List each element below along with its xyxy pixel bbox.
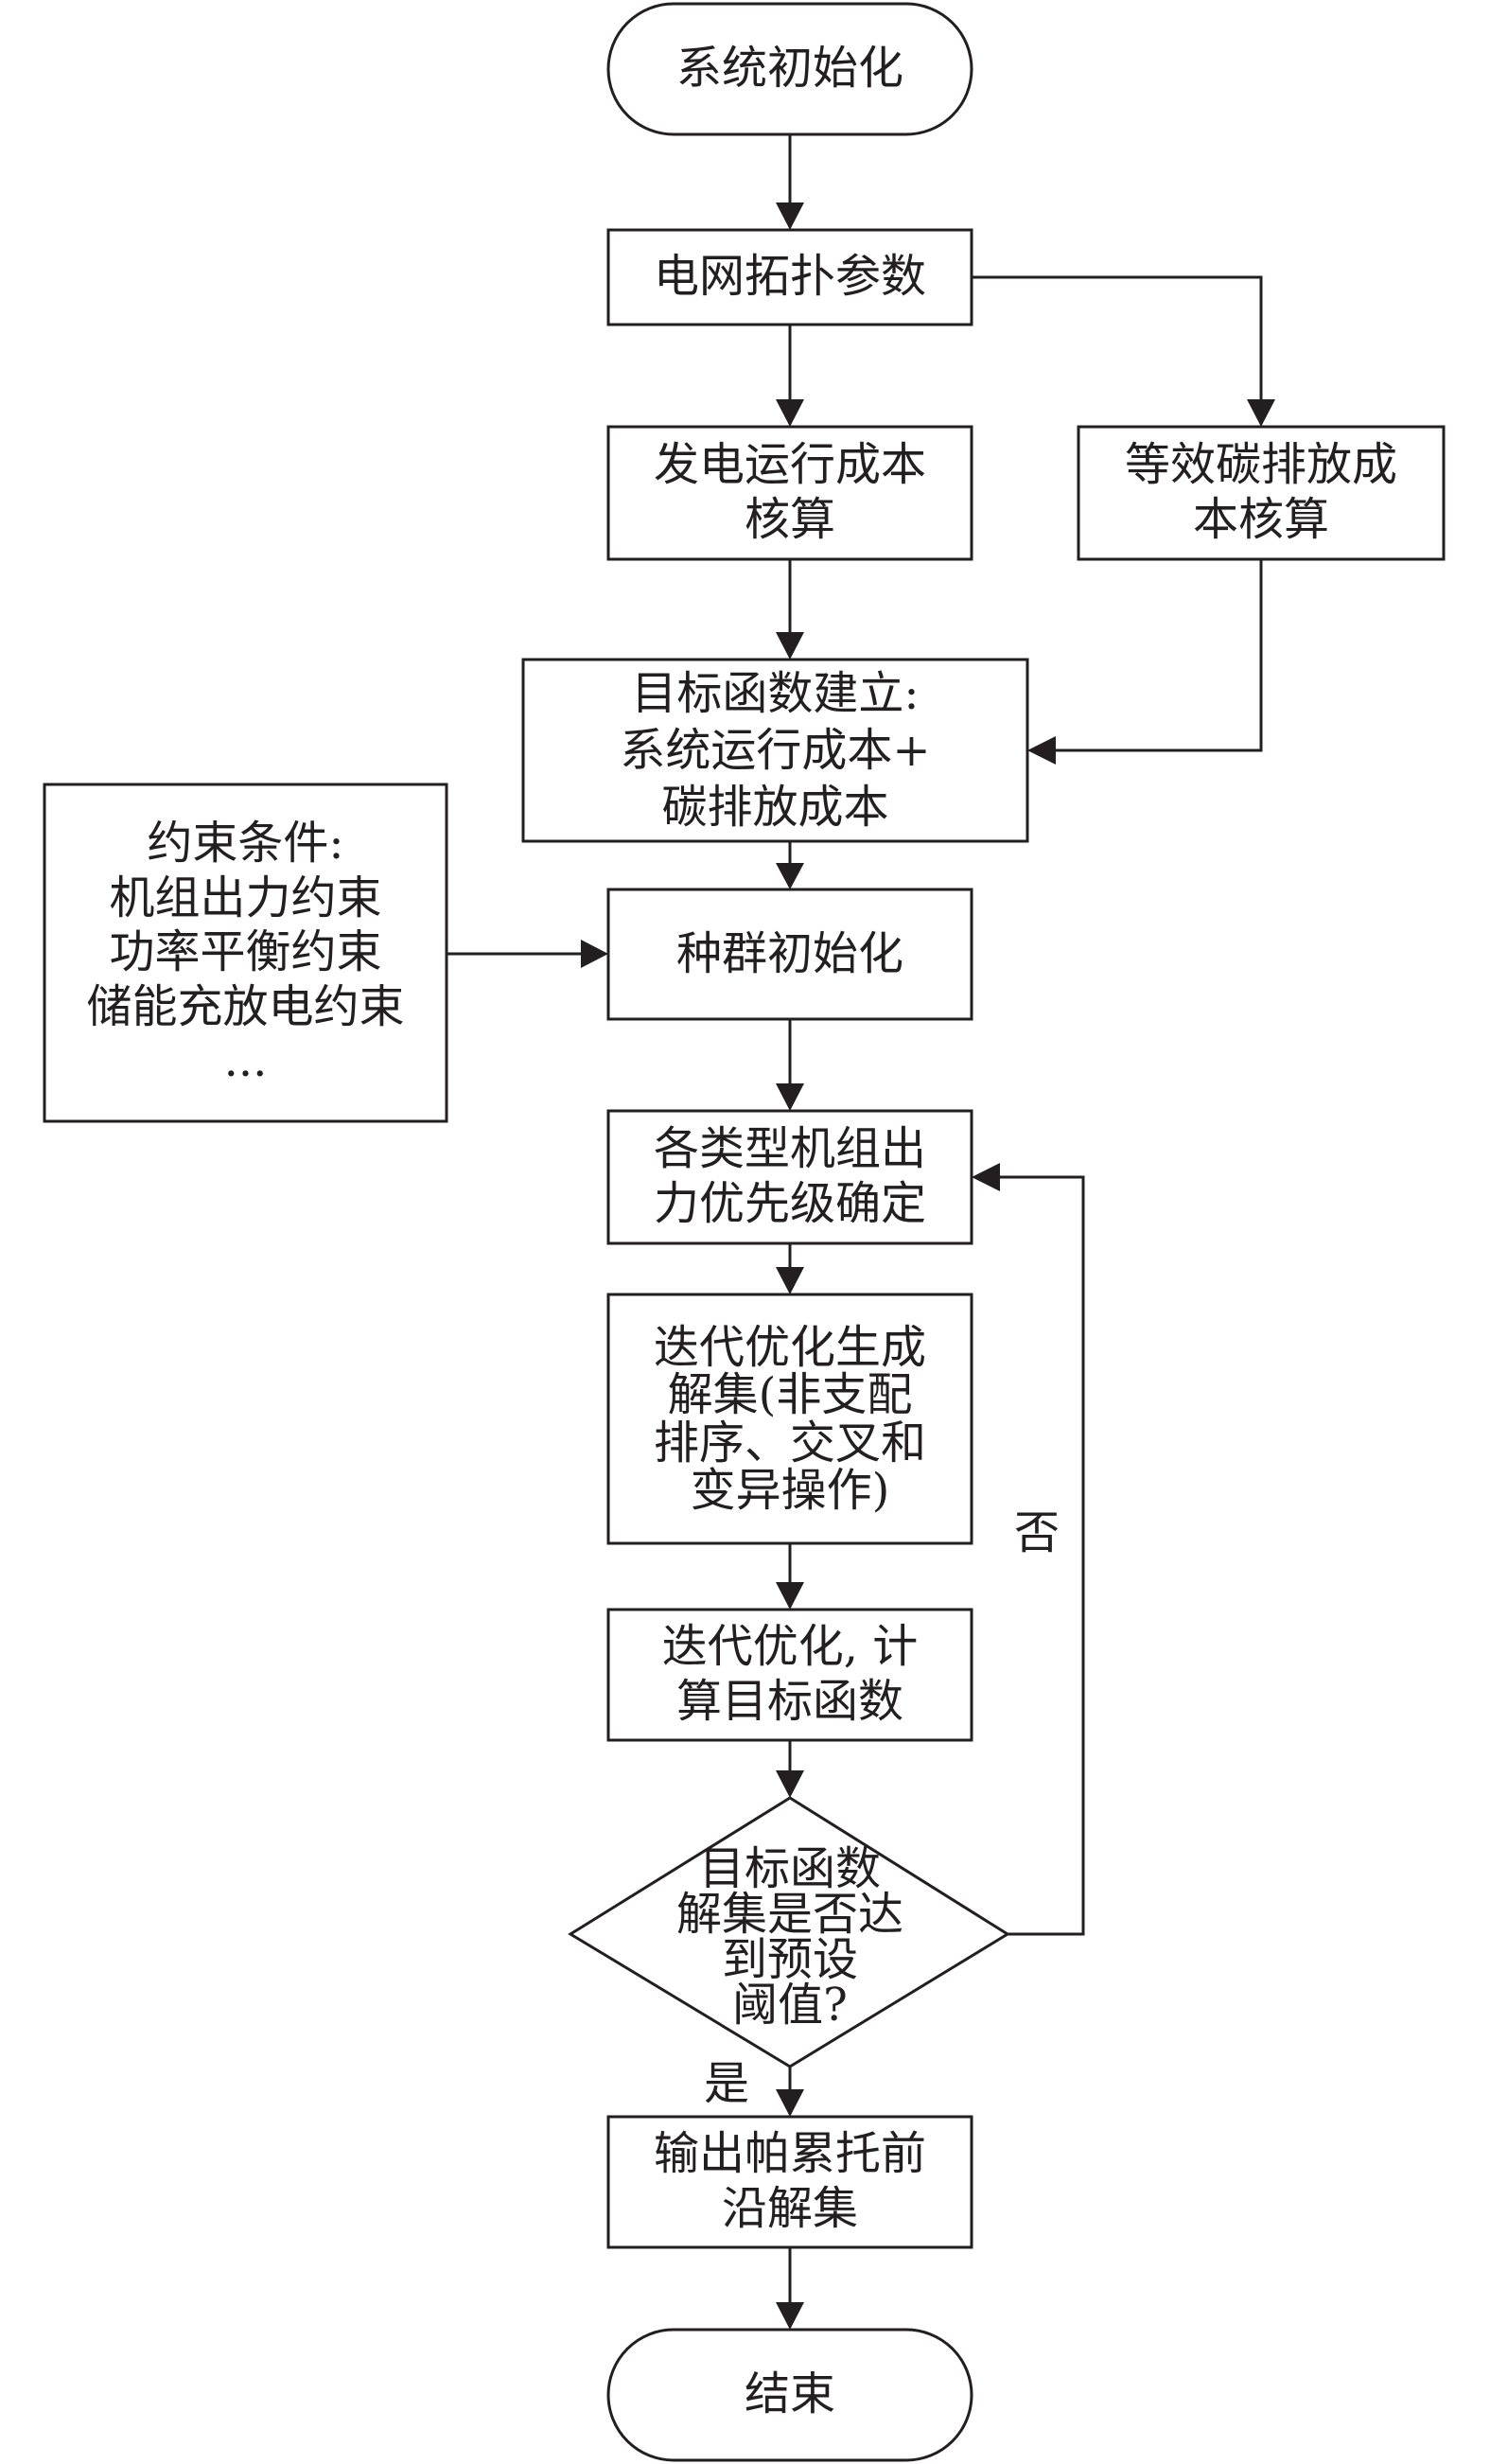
yes-branch-label: 是 bbox=[704, 2057, 750, 2110]
constraints-line-2: 机组出力约束 bbox=[109, 871, 382, 924]
iterate-generate-line-1: 迭代优化生成 bbox=[653, 1320, 926, 1374]
carbon-cost-line-1: 等效碳排放成 bbox=[1124, 438, 1397, 492]
decision-label: 目标函数 解集是否达 到预设 阈值? bbox=[637, 1826, 943, 2048]
iterate-generate-label: 迭代优化生成 解集(非支配 排序、交叉和 变异操作) bbox=[608, 1294, 972, 1543]
start-label: 系统初始化 bbox=[608, 4, 972, 134]
gen-cost-box bbox=[606, 425, 973, 561]
carbon-cost-line-2: 本核算 bbox=[1192, 493, 1329, 546]
arrowhead-output bbox=[776, 2089, 804, 2117]
priority-box bbox=[606, 1109, 973, 1245]
grid-params-text: 电网拓扑参数 bbox=[653, 250, 926, 304]
constraints-line-1: 约束条件: bbox=[147, 817, 344, 871]
constraints-box bbox=[43, 783, 448, 1123]
grid-params-label: 电网拓扑参数 bbox=[608, 230, 972, 325]
edge-decision-no-loop bbox=[996, 1175, 1085, 1936]
objective-line-2: 系统运行成本+ bbox=[620, 724, 931, 777]
decision-line-2: 解集是否达 bbox=[675, 1888, 903, 1941]
carbon-cost-box bbox=[1077, 425, 1446, 561]
arrowhead-objective bbox=[776, 632, 804, 660]
output-line-2: 沿解集 bbox=[721, 2182, 858, 2235]
arrowhead-priority-loop bbox=[972, 1163, 1000, 1191]
iterate-compute-line-2: 算目标函数 bbox=[675, 1675, 903, 1728]
iterate-generate-line-4: 变异操作) bbox=[690, 1463, 890, 1517]
iterate-compute-label: 迭代优化, 计 算目标函数 bbox=[608, 1610, 972, 1740]
constraints-line-3: 功率平衡约束 bbox=[109, 925, 382, 979]
objective-line-1: 目标函数建立: bbox=[631, 667, 920, 720]
arrowhead-compute bbox=[776, 1582, 804, 1610]
arrowhead-grid bbox=[776, 202, 804, 230]
objective-label: 目标函数建立: 系统运行成本+ 碳排放成本 bbox=[523, 660, 1027, 841]
population-init-label: 种群初始化 bbox=[608, 889, 972, 1019]
objective-line-3: 碳排放成本 bbox=[661, 781, 889, 834]
carbon-cost-label: 等效碳排放成 本核算 bbox=[1078, 427, 1444, 559]
decision-line-3: 到预设 bbox=[721, 1933, 858, 1986]
arrowhead-population bbox=[776, 863, 804, 889]
iterate-generate-line-2: 解集(非支配 bbox=[667, 1368, 913, 1422]
arrowhead-carbon bbox=[1247, 399, 1275, 427]
iterate-compute-line-1: 迭代优化, 计 bbox=[661, 1620, 919, 1674]
edge-carbon-to-objective bbox=[1052, 559, 1263, 752]
output-label: 输出帕累托前 沿解集 bbox=[608, 2117, 972, 2247]
decision-line-4: 阈值? bbox=[732, 1979, 848, 2032]
arrowhead-population-left bbox=[581, 940, 608, 968]
arrowhead-generate bbox=[776, 1267, 804, 1294]
no-branch-label: 否 bbox=[1014, 1506, 1061, 1559]
output-box bbox=[606, 2115, 973, 2249]
priority-line-1: 各类型机组出 bbox=[653, 1122, 926, 1176]
constraints-line-4: 储能充放电约束 bbox=[86, 979, 405, 1033]
decision-line-1: 目标函数 bbox=[698, 1842, 881, 1895]
priority-line-2: 力优先级确定 bbox=[653, 1177, 926, 1230]
gen-cost-label: 发电运行成本 核算 bbox=[608, 427, 972, 559]
objective-box bbox=[521, 658, 1029, 843]
arrowhead-decision bbox=[776, 1770, 804, 1798]
gen-cost-line-2: 核算 bbox=[744, 493, 835, 546]
constraints-line-5: ... bbox=[223, 1034, 268, 1088]
population-init-box bbox=[606, 888, 973, 1021]
arrowhead-gencost bbox=[776, 399, 804, 427]
arrowhead-objective-right bbox=[1027, 736, 1056, 765]
population-init-text: 种群初始化 bbox=[675, 926, 903, 980]
end-text: 结束 bbox=[744, 2367, 835, 2421]
gen-cost-line-1: 发电运行成本 bbox=[653, 438, 926, 492]
start-text: 系统初始化 bbox=[675, 42, 903, 96]
arrowhead-priority bbox=[776, 1083, 804, 1111]
priority-label: 各类型机组出 力优先级确定 bbox=[608, 1111, 972, 1243]
output-line-1: 输出帕累托前 bbox=[653, 2127, 926, 2181]
end-label: 结束 bbox=[608, 2330, 972, 2460]
arrowhead-end bbox=[776, 2302, 804, 2330]
iterate-generate-line-3: 排序、交叉和 bbox=[653, 1416, 926, 1470]
constraints-label: 约束条件: 机组出力约束 功率平衡约束 储能充放电约束 ... bbox=[44, 784, 447, 1121]
iterate-generate-box bbox=[606, 1293, 973, 1545]
edge-grid-to-carbon bbox=[972, 275, 1263, 403]
